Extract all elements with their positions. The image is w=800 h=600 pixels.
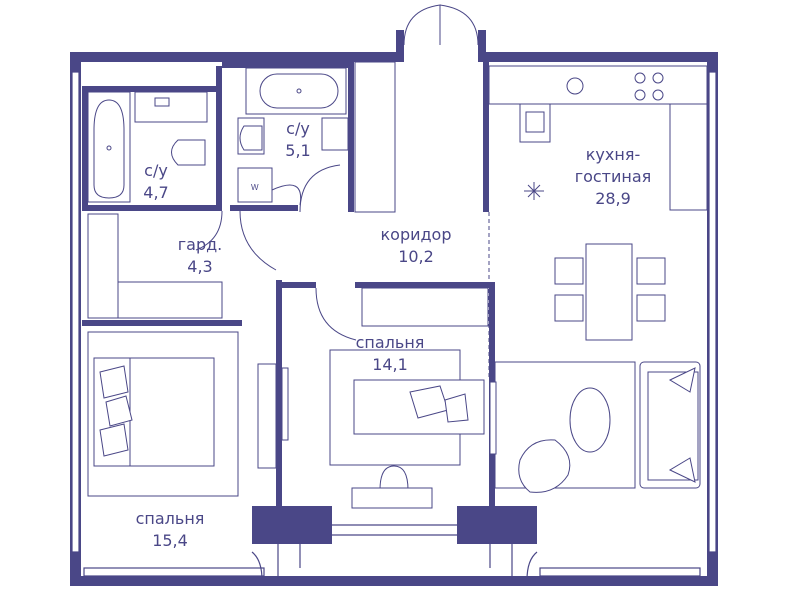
room-label-corridor: коридор 10,2 bbox=[366, 224, 466, 268]
bedroom-1-furniture bbox=[87, 331, 277, 497]
room-area: 10,2 bbox=[398, 247, 434, 266]
dining-table bbox=[554, 243, 666, 341]
room-label-wardrobe: гард. 4,3 bbox=[172, 234, 228, 278]
svg-text:W: W bbox=[251, 183, 259, 192]
room-area: 4,3 bbox=[187, 257, 213, 276]
room-name: гард. bbox=[177, 235, 223, 254]
wardrobe-fixtures bbox=[87, 210, 277, 319]
bathroom-1-fixtures bbox=[87, 91, 208, 203]
room-label-kitchen-living: кухня- гостиная 28,9 bbox=[560, 144, 666, 210]
room-area: 28,9 bbox=[595, 189, 631, 208]
windows bbox=[71, 71, 717, 577]
balcony bbox=[251, 506, 538, 581]
room-area: 15,4 bbox=[152, 531, 188, 550]
corridor-fixtures bbox=[299, 4, 489, 341]
bedroom-2-furniture bbox=[281, 349, 497, 509]
bathroom-2-fixtures: W bbox=[237, 67, 349, 206]
room-label-bedroom-1: спальня 15,4 bbox=[120, 508, 220, 552]
room-name-line2: гостиная bbox=[574, 167, 652, 186]
room-label-bathroom-1: с/у 4,7 bbox=[136, 160, 176, 204]
room-area: 4,7 bbox=[143, 183, 169, 202]
kitchen-fixtures bbox=[488, 65, 708, 380]
living-furniture bbox=[494, 361, 701, 493]
room-name: коридор bbox=[380, 225, 452, 244]
room-name: с/у bbox=[286, 119, 310, 138]
room-name: спальня bbox=[355, 333, 425, 352]
room-name: с/у bbox=[144, 161, 168, 180]
room-name: спальня bbox=[135, 509, 205, 528]
room-area: 5,1 bbox=[285, 141, 311, 160]
room-label-bathroom-2: с/у 5,1 bbox=[278, 118, 318, 162]
room-name: кухня- bbox=[585, 145, 641, 164]
room-area: 14,1 bbox=[372, 355, 408, 374]
room-label-bedroom-2: спальня 14,1 bbox=[340, 332, 440, 376]
